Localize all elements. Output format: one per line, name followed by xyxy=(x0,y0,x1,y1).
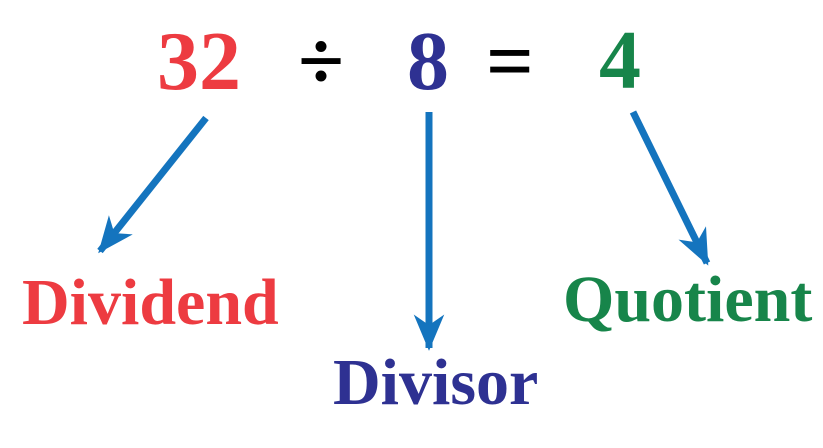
divisor-value: 8 xyxy=(407,15,449,108)
arrow-to-dividend-icon xyxy=(97,115,209,254)
quotient-label: Quotient xyxy=(563,263,813,336)
division-sign: ÷ xyxy=(298,15,345,108)
dividend-value: 32 xyxy=(157,15,241,108)
arrow-to-quotient-icon xyxy=(629,110,711,266)
divisor-label: Divisor xyxy=(333,346,539,419)
quotient-value: 4 xyxy=(599,14,641,107)
equals-sign: = xyxy=(486,15,534,108)
dividend-label: Dividend xyxy=(22,266,279,339)
